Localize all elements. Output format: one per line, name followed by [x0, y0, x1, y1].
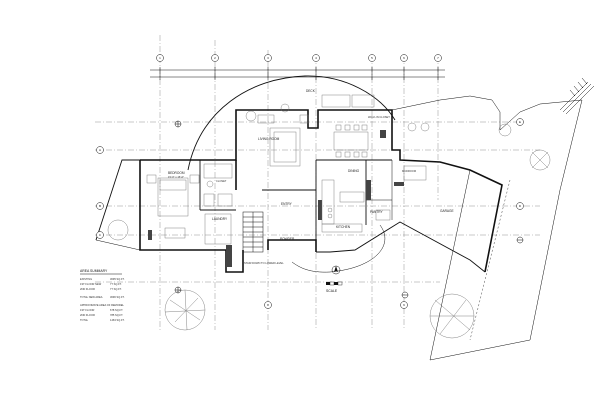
- bath-fixtures: [203, 163, 233, 245]
- remodel-row-label: 2ND FLOOR: [80, 313, 95, 317]
- grid-bubble: 7: [434, 54, 442, 62]
- svg-text:3: 3: [267, 56, 269, 60]
- label-mudroom: MUDROOM: [402, 169, 416, 173]
- svg-text:A: A: [99, 148, 101, 152]
- lower-arc: [291, 224, 386, 273]
- room-labels: DECK LIVING ROOM BEDROOM 15'-0" x 15'-0"…: [168, 89, 454, 265]
- grid-lines: [95, 35, 540, 330]
- area-summary-title: AREA SUMMARY: [80, 269, 108, 273]
- svg-text:5: 5: [371, 56, 373, 60]
- left-angled-wall: [95, 159, 141, 251]
- grid-bubble: B: [96, 202, 104, 210]
- grid-bubble: 6: [400, 54, 408, 62]
- svg-text:C: C: [99, 233, 102, 237]
- svg-text:7: 7: [437, 56, 439, 60]
- label-bedroom: BEDROOM: [168, 171, 185, 175]
- exterior-walls: [139, 109, 503, 273]
- area-row-label: EXISTING: [80, 277, 92, 281]
- label-pantry: PANTRY: [370, 210, 384, 214]
- remodel-row-value: 678 SQ.FT.: [110, 308, 123, 312]
- grid-bubbles: 1 2 3 4 5 6 7 8 9 A B C D E: [96, 54, 524, 309]
- area-row-label: 2ND FLOOR: [80, 287, 95, 291]
- grid-bubble: 9: [400, 301, 408, 309]
- scale-label: SCALE: [326, 289, 338, 293]
- grid-bubble: 5: [368, 54, 376, 62]
- label-garage: GARAGE: [440, 209, 454, 213]
- remodel-row-value: 785 SQ.FT.: [110, 313, 123, 317]
- north-arrow: [331, 265, 341, 275]
- label-walk-in-closet: WALK-IN CLOSET: [368, 115, 390, 119]
- area-total-value: 3096 SQ.FT.: [110, 295, 125, 299]
- area-row-value: 77 SQ.FT.: [110, 287, 122, 291]
- landscape-trees: [107, 123, 551, 339]
- wall-poche: [148, 130, 404, 267]
- grid-bubble: C: [96, 231, 104, 239]
- remodel-row-label: TOTAL: [80, 318, 89, 322]
- interior-stair: [242, 211, 264, 253]
- area-row-value: 77 SQ.FT.: [110, 282, 122, 286]
- top-dimension-string: [150, 67, 445, 80]
- label-powder: POWDER: [280, 237, 295, 241]
- svg-text:6: 6: [403, 56, 405, 60]
- svg-text:1: 1: [159, 56, 161, 60]
- svg-text:D: D: [519, 204, 522, 208]
- grid-bubble: E: [516, 118, 524, 126]
- label-kitchen: KITCHEN: [336, 225, 351, 229]
- svg-text:9: 9: [403, 303, 405, 307]
- right-room-furniture: [375, 122, 430, 221]
- svg-text:E: E: [519, 120, 521, 124]
- grid-bubble: A: [96, 146, 104, 154]
- grid-bubble: 4: [312, 54, 320, 62]
- remodel-row-label: 1ST FLOOR: [80, 308, 94, 312]
- area-row-label: 1ST FLOOR NEW: [80, 282, 102, 286]
- right-site-lines: [391, 95, 583, 361]
- exterior-stair: [559, 77, 595, 115]
- deck-arc: [187, 75, 396, 171]
- svg-text:B: B: [99, 204, 101, 208]
- grid-bubble: D: [516, 202, 524, 210]
- svg-text:4: 4: [315, 56, 317, 60]
- svg-text:8: 8: [267, 303, 269, 307]
- label-closet: CLOSET: [216, 179, 227, 183]
- grid-bubble: 2: [211, 54, 219, 62]
- label-dining: DINING: [348, 169, 360, 173]
- bedroom-furniture: [146, 174, 200, 239]
- area-row-value: 3095 SQ.FT.: [110, 277, 125, 281]
- section-markers: [174, 120, 524, 299]
- remodel-row-value: 1463 SQ.FT.: [110, 318, 125, 322]
- scale-bar: SCALE: [326, 281, 343, 293]
- area-summary: AREA SUMMARY EXISTING 3095 SQ.FT. 1ST FL…: [80, 269, 125, 322]
- living-room-furniture: [245, 103, 309, 167]
- stair-note: STAIR DOWN TO LOWER LEVEL: [244, 261, 284, 265]
- grid-bubble: 3: [264, 54, 272, 62]
- label-living-room: LIVING ROOM: [258, 137, 280, 141]
- grid-bubble: 8: [264, 301, 272, 309]
- grid-bubble: 1: [156, 54, 164, 62]
- remodel-title: APPROXIMATE AREA OF REMODEL: [80, 303, 124, 307]
- area-total-label: TOTAL NEW AREA: [80, 295, 103, 299]
- svg-text:2: 2: [214, 56, 216, 60]
- label-deck: DECK: [306, 89, 316, 93]
- dining-furniture: [321, 94, 375, 158]
- kitchen-counters: [321, 179, 365, 233]
- label-laundry: LAUNDRY: [212, 217, 228, 221]
- label-entry: ENTRY: [281, 202, 293, 206]
- label-bedroom-dims: 15'-0" x 15'-0": [168, 175, 184, 179]
